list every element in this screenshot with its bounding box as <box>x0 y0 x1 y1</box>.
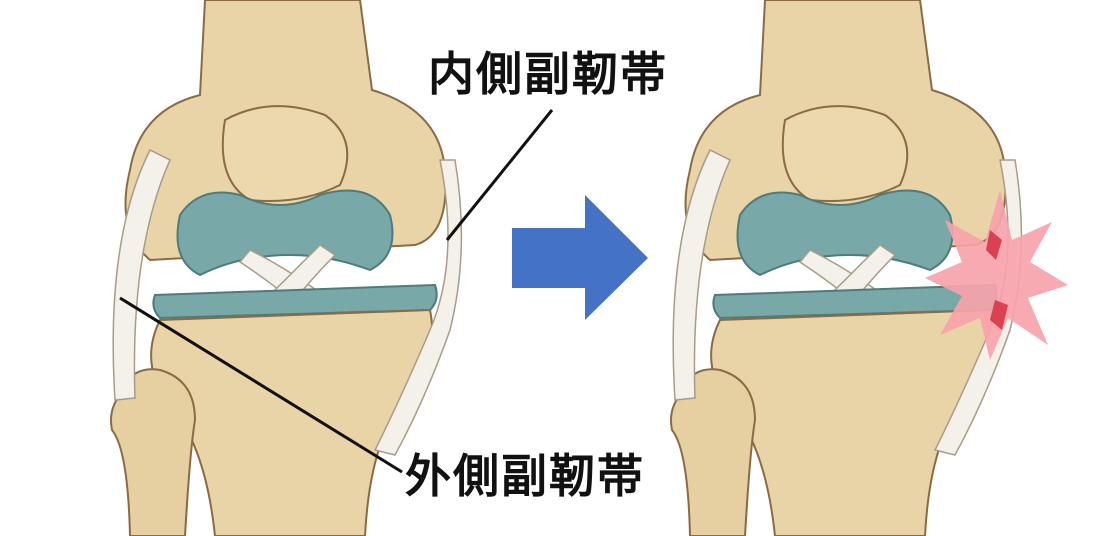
right-arrow-icon <box>512 195 648 320</box>
lateral-ligament-pointer <box>119 296 403 474</box>
lateral-collateral-ligament-label: 外側副靭帯 <box>405 449 645 503</box>
starburst-icon <box>925 190 1068 360</box>
medial-collateral-ligament-label: 内側副靭帯 <box>428 47 668 101</box>
torn-ligament-mark <box>986 230 1008 330</box>
medial-ligament-pointer <box>445 109 554 241</box>
